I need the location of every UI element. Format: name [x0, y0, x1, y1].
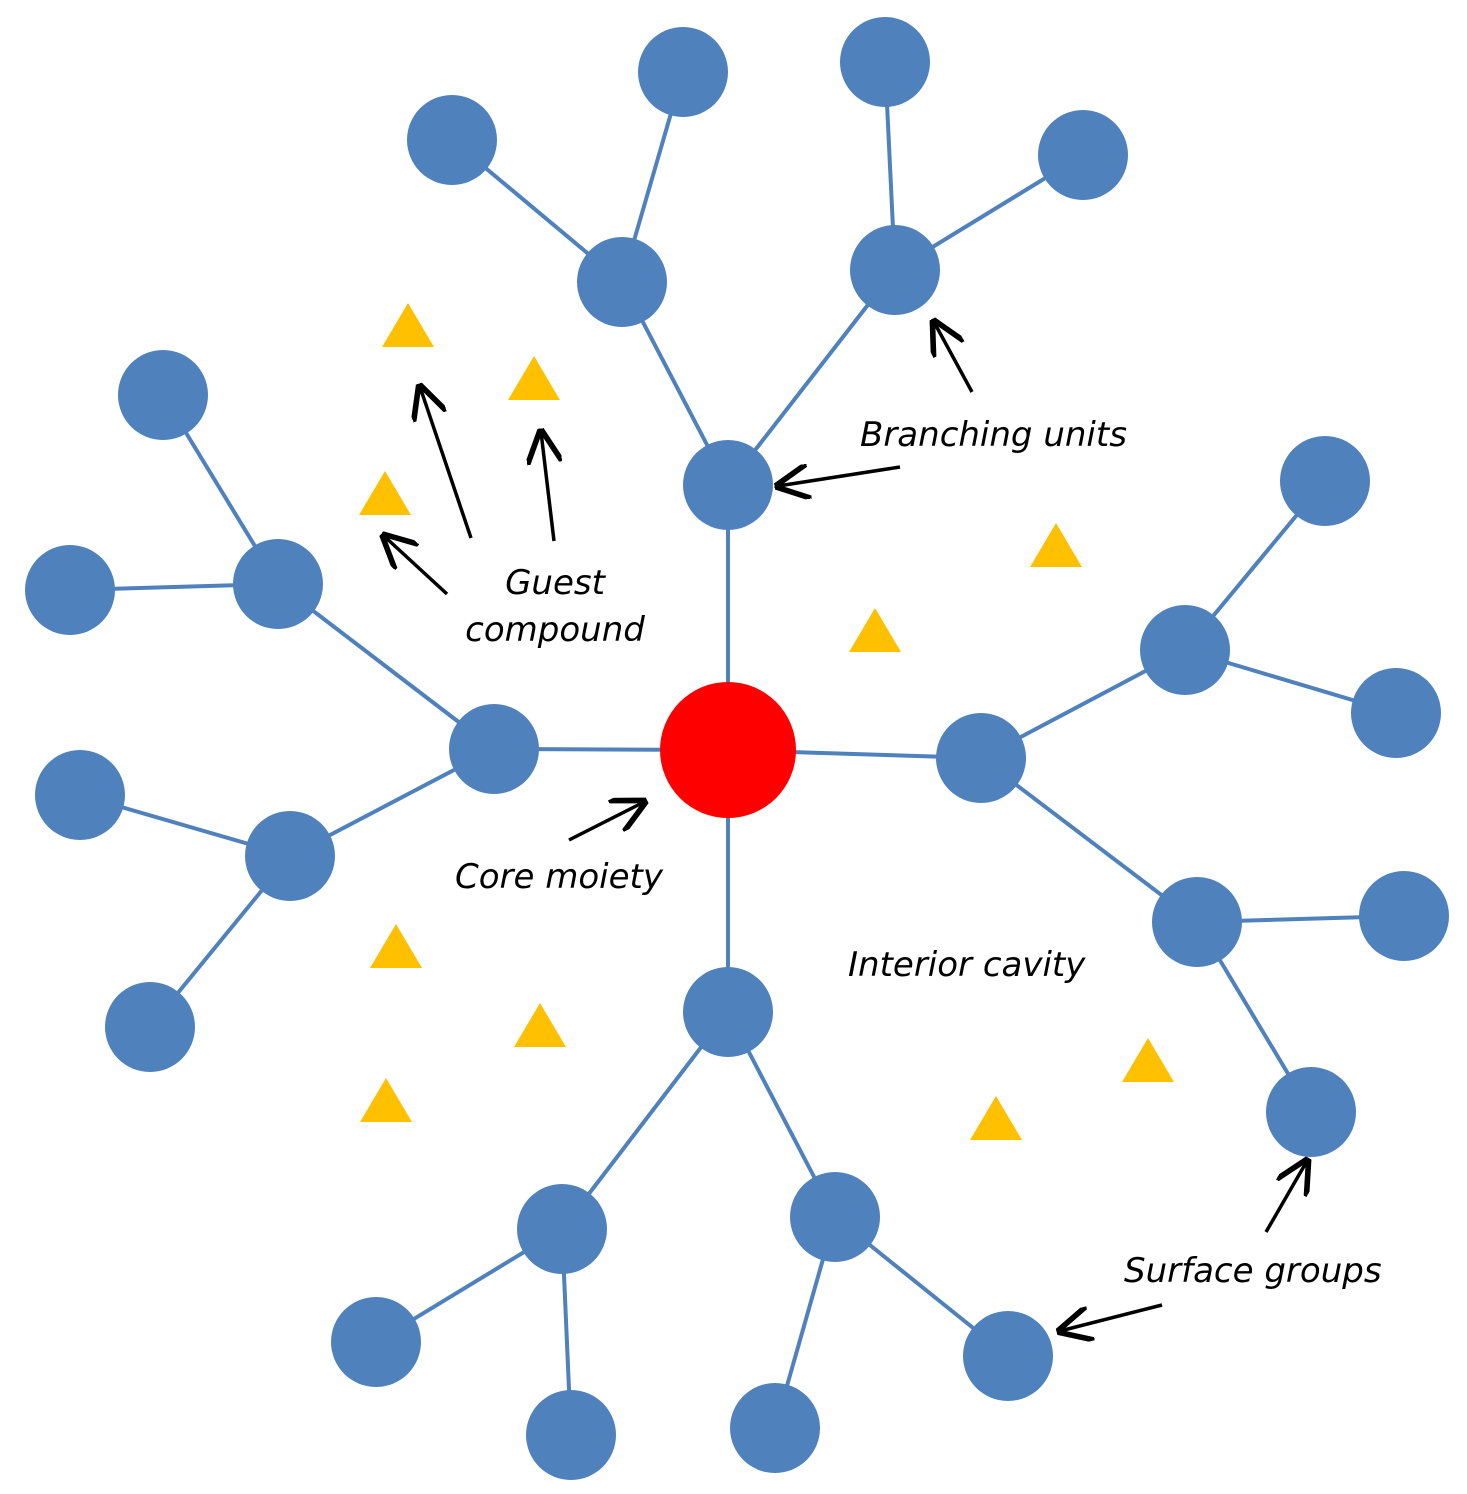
arrow-guest-2 [420, 387, 473, 539]
surface-group-node [1359, 871, 1449, 961]
surface-group-node [638, 27, 728, 117]
surface-group-node [730, 1383, 820, 1473]
guest-molecule-triangle [370, 924, 422, 968]
arrow-core [568, 802, 644, 842]
branching-unit-node [1152, 877, 1242, 967]
bond [276, 582, 496, 751]
surface-group-node [1038, 110, 1128, 200]
guest-molecule-triangle [1122, 1038, 1174, 1082]
branching-unit-node [936, 713, 1026, 803]
guest-molecule-triangle [382, 303, 434, 347]
label-guest-compound-line1: Guest [505, 563, 607, 603]
surface-group-node [25, 545, 115, 635]
branching-unit-node [577, 237, 667, 327]
bond [560, 1010, 730, 1231]
bond [979, 756, 1199, 924]
surface-group-node [1280, 436, 1370, 526]
arrow-guest-1 [384, 536, 449, 596]
surface-group-node [331, 1297, 421, 1387]
branching-unit-node [1140, 605, 1230, 695]
bond [726, 268, 897, 487]
label-guest-compound-line2: compound [465, 610, 645, 650]
label-surface-groups: Surface groups [1124, 1251, 1382, 1291]
arrow-surface-2 [1060, 1303, 1163, 1331]
branching-unit-node [233, 539, 323, 629]
surface-group-node [118, 350, 208, 440]
labels: Branching units Guest compound Core moie… [455, 415, 1382, 1291]
surface-group-node [840, 17, 930, 107]
guest-molecule-triangle [360, 1078, 412, 1122]
arrow-surface-1 [1264, 1161, 1307, 1233]
arrow-branching-to-unit [778, 467, 901, 486]
guest-molecule-triangle [1030, 523, 1082, 567]
annotation-arrows [384, 322, 1307, 1331]
branching-unit-node [683, 440, 773, 530]
label-branching-units: Branching units [860, 415, 1127, 455]
label-core-moiety: Core moiety [455, 857, 664, 897]
branching-unit-node [245, 811, 335, 901]
surface-group-node [1266, 1067, 1356, 1157]
nodes [25, 17, 1449, 1480]
core-moiety-node [660, 682, 796, 818]
branching-unit-node [790, 1172, 880, 1262]
surface-group-node [1351, 668, 1441, 758]
branching-unit-node [850, 225, 940, 315]
guest-molecule-triangle [514, 1003, 566, 1047]
arrow-branching-to-outer-unit [934, 322, 974, 393]
label-interior-cavity: Interior cavity [848, 945, 1086, 985]
guest-molecule-triangle [970, 1096, 1022, 1140]
guest-molecule-triangle [508, 356, 560, 400]
branching-unit-node [683, 967, 773, 1057]
surface-group-node [105, 982, 195, 1072]
arrow-guest-3 [541, 432, 554, 542]
guest-molecule-triangle [359, 471, 411, 515]
guest-molecules [359, 303, 1174, 1140]
guest-molecule-triangle [849, 608, 901, 652]
surface-group-node [35, 750, 125, 840]
branching-unit-node [517, 1184, 607, 1274]
branching-unit-node [449, 704, 539, 794]
surface-group-node [526, 1390, 616, 1480]
surface-group-node [963, 1311, 1053, 1401]
surface-group-node [407, 95, 497, 185]
